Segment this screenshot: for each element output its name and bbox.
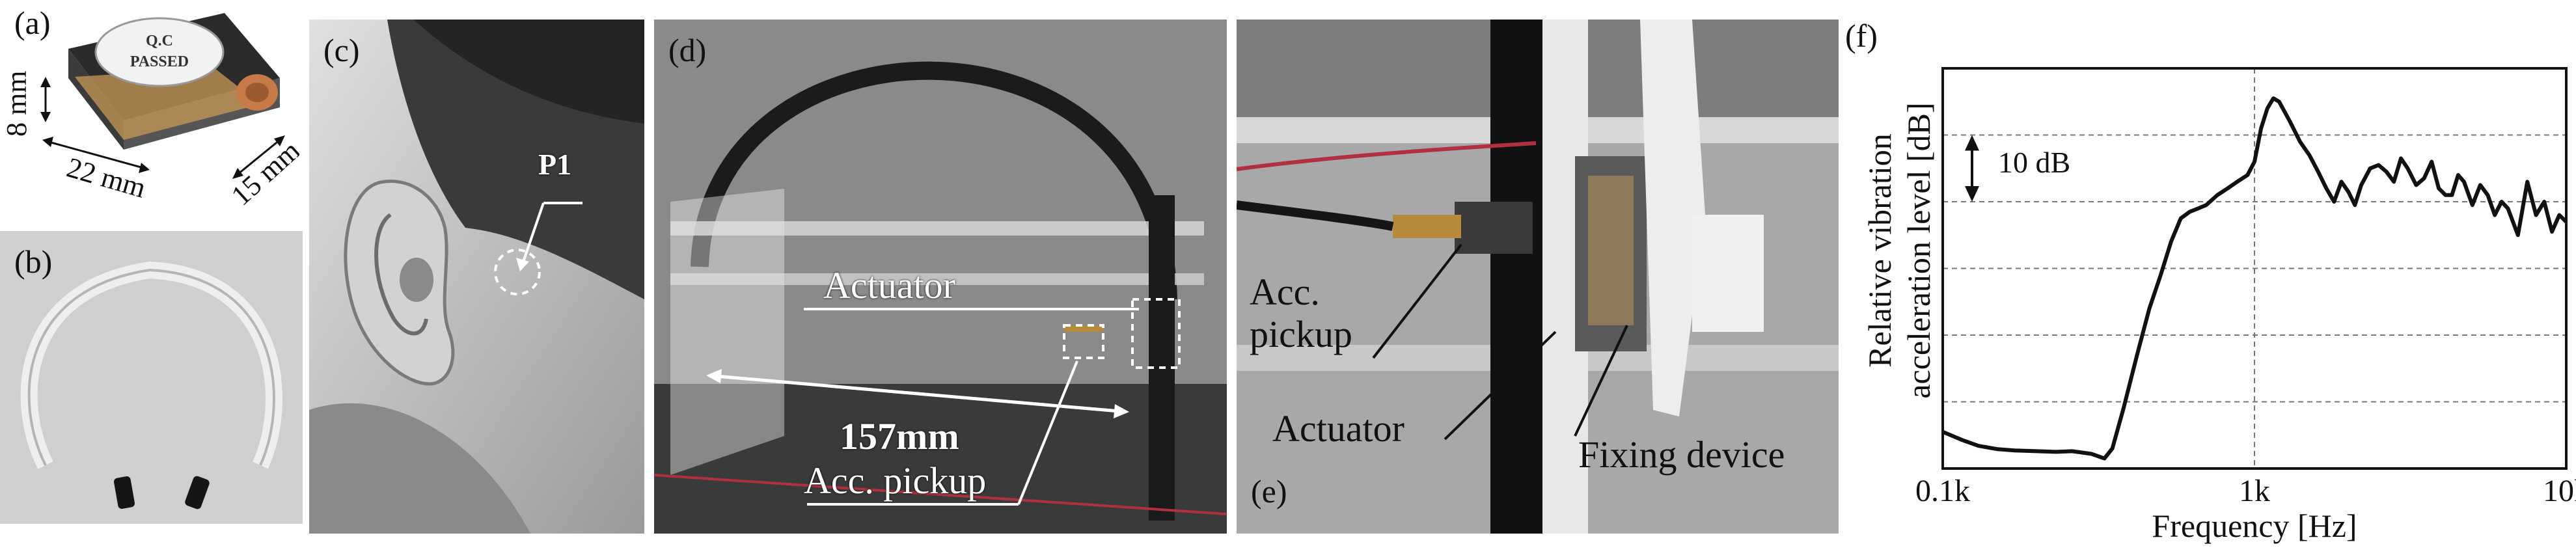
distance-label: 157mm xyxy=(840,415,959,457)
panel-a: (a) Q.C PASSED 8 mm 22 mm xyxy=(0,0,299,221)
stamp-line2: PASSED xyxy=(130,53,189,70)
panel-e-label: (e) xyxy=(1251,473,1287,509)
scale-annotation-group: 10 dB xyxy=(1965,135,2070,202)
series-layer xyxy=(1941,96,2568,461)
dim-height: 8 mm xyxy=(1,71,33,137)
series-line xyxy=(1941,96,2568,461)
pickup-label-d: Acc. pickup xyxy=(804,459,987,502)
scale-arrow-head-down xyxy=(1965,186,1979,202)
panel-b: (b) xyxy=(0,231,303,524)
actuator-label-d: Actuator xyxy=(823,264,955,306)
panel-c: (c) P1 xyxy=(309,20,644,534)
pickup-label-e-line2: pickup xyxy=(1250,313,1352,355)
tick-layer: 0.1k 1k 10k xyxy=(1915,474,2576,508)
stamp-line1: Q.C xyxy=(146,33,173,49)
panel-d: (d) Actuator 157mm Acc. pickup xyxy=(654,20,1227,534)
point-p1-label: P1 xyxy=(538,148,572,181)
frame-layer xyxy=(1941,67,2568,470)
ear-photo xyxy=(309,20,644,534)
panel-b-label: (b) xyxy=(14,243,53,280)
panel-c-label: (c) xyxy=(323,32,360,68)
headband-photo xyxy=(0,231,303,524)
frequency-response-chart: 0.1k 1k 10k 10 dB Frequency [Hz] Relative … xyxy=(1861,67,2576,544)
actuator-label-e: Actuator xyxy=(1272,407,1404,450)
fixing-photo xyxy=(1237,20,1839,534)
fixing-device-label: Fixing device xyxy=(1578,433,1785,476)
actuator-photo: Q.C PASSED 8 mm 22 mm 15 mm xyxy=(1,13,299,211)
dim-length: 22 mm xyxy=(63,152,149,204)
x-tick-label: 0.1k xyxy=(1915,474,1970,508)
panel-d-label: (d) xyxy=(668,32,707,68)
panel-f: (f) 0.1k 1k 10k 10 dB Frequency [Hz] Relat… xyxy=(1845,0,2576,557)
panel-e: Acc. pickup Actuator Fixing device (e) xyxy=(1237,20,1839,534)
y-axis-label-line1: Relative vibration xyxy=(1861,133,1898,368)
panel-a-label: (a) xyxy=(14,5,51,41)
plot-frame xyxy=(1941,67,2568,470)
y-axis-label-line2: acceleration level [dB] xyxy=(1900,102,1937,398)
x-tick-label: 10k xyxy=(2543,474,2576,508)
setup-photo xyxy=(654,20,1227,534)
x-tick-label: 1k xyxy=(2239,474,2270,508)
scale-annotation-label: 10 dB xyxy=(1998,146,2070,179)
x-axis-label: Frequency [Hz] xyxy=(2152,508,2357,544)
pickup-label-e-line1: Acc. xyxy=(1250,271,1320,313)
scale-arrow-head-up xyxy=(1965,135,1979,151)
panel-f-label: (f) xyxy=(1845,18,1878,54)
grid-layer xyxy=(1943,68,2566,469)
